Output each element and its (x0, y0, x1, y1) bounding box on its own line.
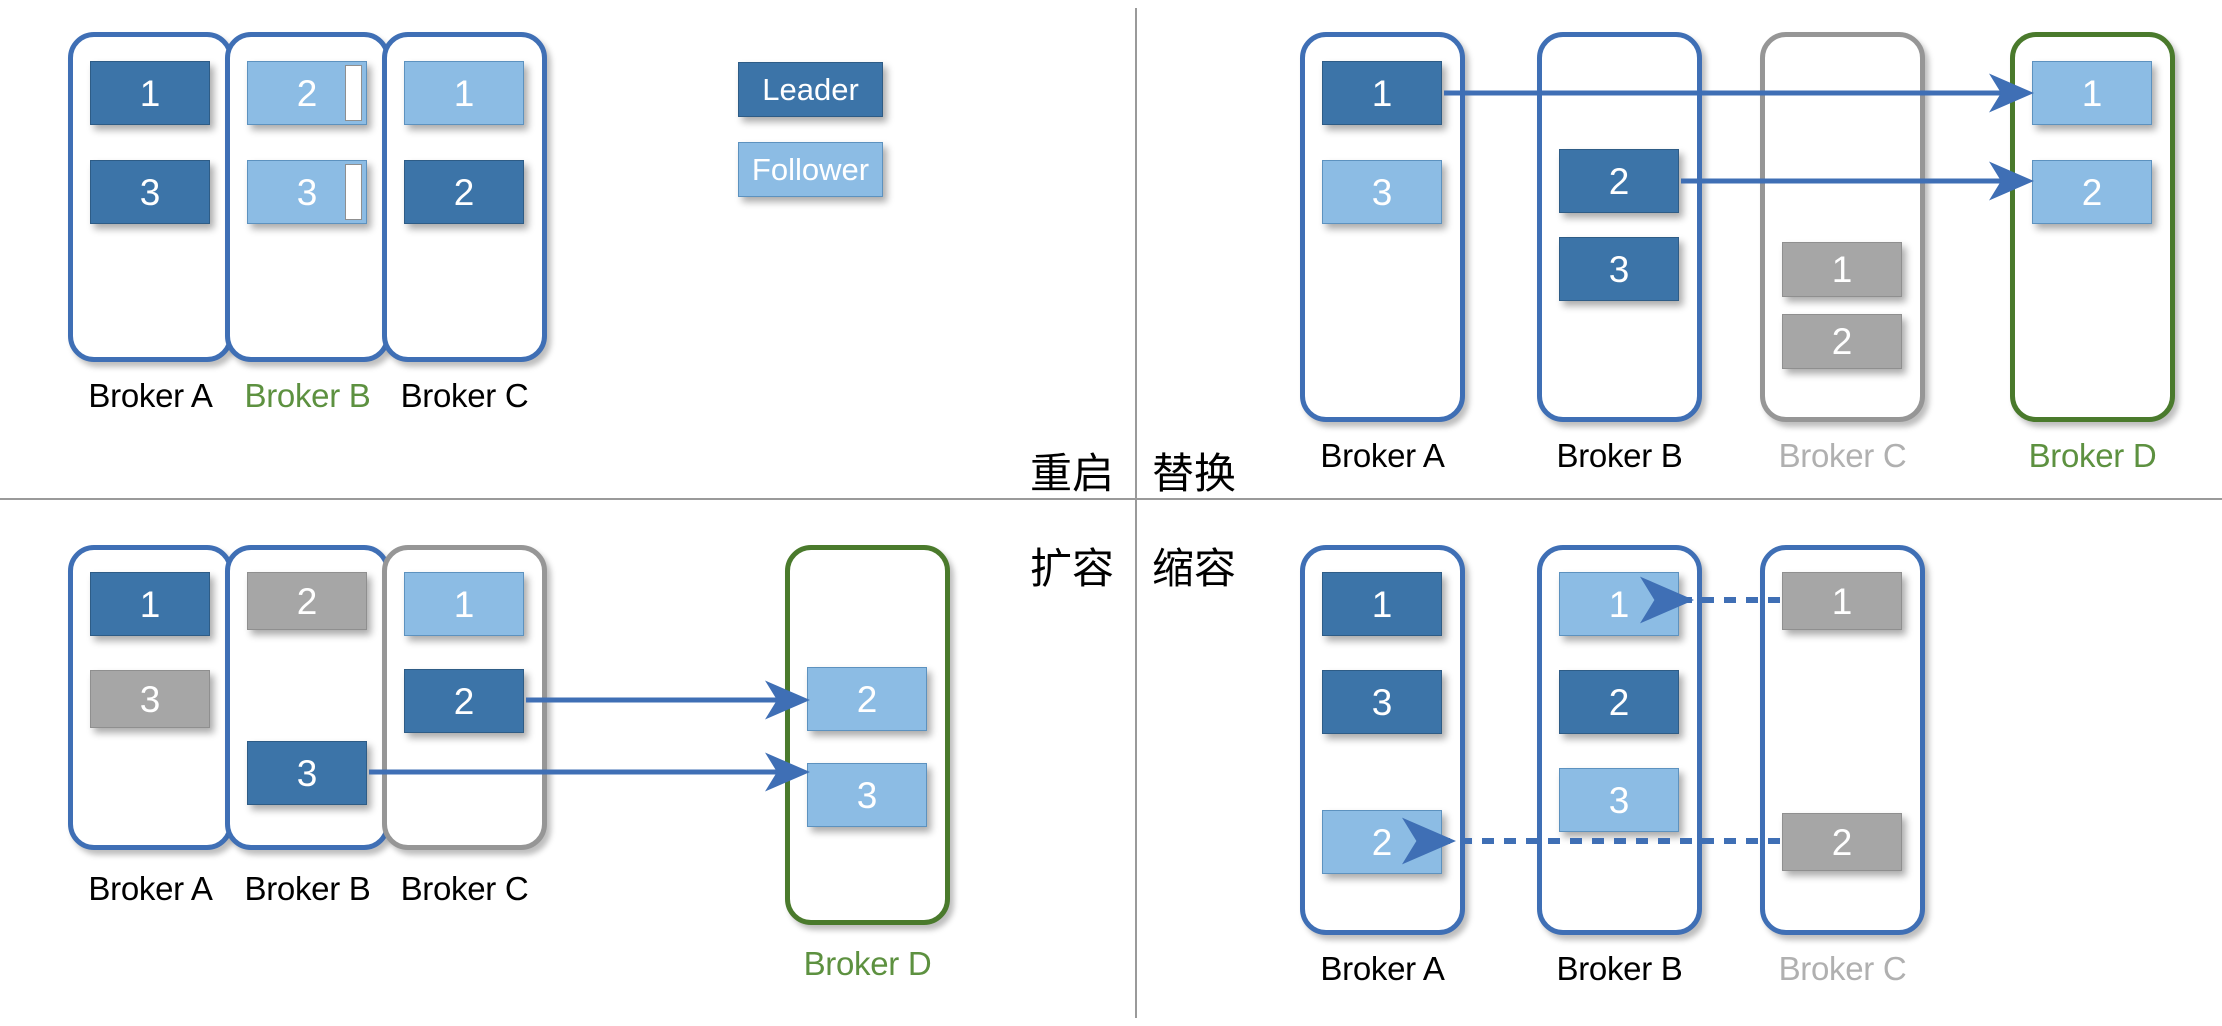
broker-body (1537, 32, 1702, 422)
quadrant-caption-replace: 替换 (1152, 449, 1237, 498)
partition-block[interactable]: 1 (404, 572, 524, 636)
partition-block[interactable]: 3 (247, 741, 367, 805)
partition-block[interactable]: 2 (1559, 670, 1679, 734)
partition-block[interactable]: 2 (404, 160, 524, 224)
broker-label: Broker C (400, 870, 529, 907)
partition-block[interactable]: 1 (1782, 242, 1902, 297)
broker-label: Broker B (1556, 437, 1683, 474)
broker-label: Broker C (400, 377, 529, 414)
broker-column[interactable]: 2 3 Broker B (225, 545, 390, 915)
partition-block[interactable]: 2 (807, 667, 927, 731)
divider-vertical (1135, 8, 1137, 1018)
divider-horizontal-right (1137, 498, 2222, 500)
broker-column[interactable]: 2 3 Broker B (225, 32, 390, 414)
broker-column[interactable]: 1 3 Broker A (68, 545, 233, 915)
broker-column[interactable]: 1 2 Broker C (1760, 32, 1925, 474)
broker-label: Broker A (88, 870, 213, 907)
partition-block[interactable]: 1 (1322, 61, 1442, 125)
broker-label: Broker A (88, 377, 213, 414)
partition-block[interactable]: 1 (404, 61, 524, 125)
partition-block[interactable]: 3 (1322, 160, 1442, 224)
partition-block[interactable]: 2 (1782, 314, 1902, 369)
partition-block[interactable]: 2 (1782, 813, 1902, 871)
broker-column[interactable]: 1 3 Broker A (68, 32, 233, 414)
broker-label: Broker C (1778, 437, 1907, 474)
partition-block[interactable]: 2 (247, 572, 367, 630)
partition-block[interactable]: 1 (2032, 61, 2152, 125)
partition-block[interactable]: 1 (90, 572, 210, 636)
broker-column[interactable]: 1 2 3 Broker B (1537, 545, 1702, 987)
broker-column[interactable]: 1 2 Broker C (382, 545, 547, 915)
quadrant-caption-scale-in: 缩容 (1152, 544, 1237, 593)
broker-column[interactable]: 1 2 Broker C (382, 32, 547, 414)
divider-horizontal-left (0, 498, 1135, 500)
broker-label: Broker A (1320, 950, 1445, 987)
partition-block[interactable]: 3 (1322, 670, 1442, 734)
broker-column[interactable]: 2 3 Broker B (1537, 32, 1702, 474)
partition-block[interactable]: 3 (90, 160, 210, 224)
partition-block[interactable]: 1 (90, 61, 210, 125)
broker-column[interactable]: 1 3 Broker A (1300, 32, 1465, 474)
broker-body (785, 545, 950, 925)
broker-column[interactable]: 1 2 Broker D (2010, 32, 2175, 474)
partition-block[interactable]: 2 (1559, 149, 1679, 213)
partition-block[interactable]: 2 (2032, 160, 2152, 224)
partition-block[interactable]: 1 (1322, 572, 1442, 636)
partition-block[interactable]: 2 (404, 669, 524, 733)
broker-column[interactable]: 1 2 Broker C (1760, 545, 1925, 987)
quadrant-caption-restart: 重启 (1030, 449, 1115, 498)
partition-block[interactable]: 2 (1322, 810, 1442, 874)
partition-block[interactable]: 1 (1782, 572, 1902, 630)
partition-block[interactable]: 2 (247, 61, 367, 125)
legend-follower: Follower (738, 142, 883, 197)
quadrant-caption-scale-out: 扩容 (1030, 544, 1115, 593)
broker-column[interactable]: 2 3 Broker D (785, 545, 950, 982)
broker-label: Broker B (1556, 950, 1683, 987)
broker-label: Broker B (244, 870, 371, 907)
broker-label: Broker C (1778, 950, 1907, 987)
broker-label: Broker D (2028, 437, 2157, 474)
partition-block[interactable]: 3 (90, 670, 210, 728)
partition-block[interactable]: 3 (1559, 768, 1679, 832)
broker-label: Broker D (803, 945, 932, 982)
partition-block[interactable]: 3 (247, 160, 367, 224)
partition-block[interactable]: 3 (807, 763, 927, 827)
legend-leader: Leader (738, 62, 883, 117)
broker-label: Broker B (244, 377, 371, 414)
partition-block[interactable]: 3 (1559, 237, 1679, 301)
partition-block[interactable]: 1 (1559, 572, 1679, 636)
broker-column[interactable]: 1 3 2 Broker A (1300, 545, 1465, 987)
broker-label: Broker A (1320, 437, 1445, 474)
